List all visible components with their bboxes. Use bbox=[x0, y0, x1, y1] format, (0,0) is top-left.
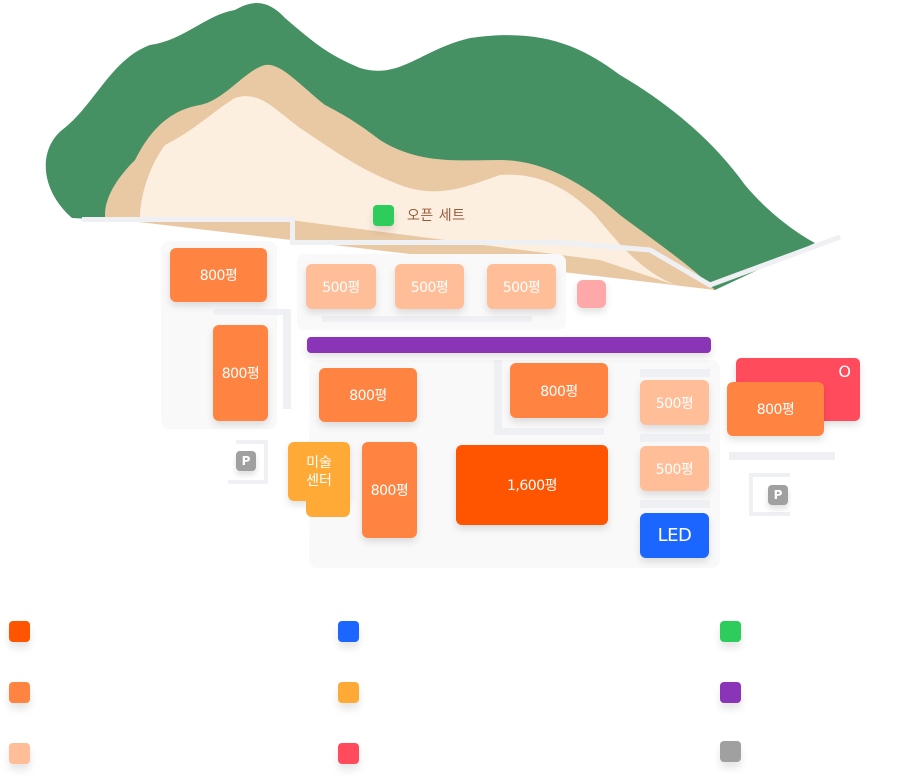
hall-500-north-1[interactable]: 500평 bbox=[306, 264, 376, 309]
hall-800-central-2[interactable]: 800평 bbox=[510, 363, 608, 418]
hall-500-east-1[interactable]: 500평 bbox=[640, 380, 709, 425]
parking-frame-east-bottom bbox=[749, 512, 790, 516]
parking-icon-east: P bbox=[768, 485, 788, 505]
road-north-inner bbox=[322, 316, 532, 322]
hall-500-east-2[interactable]: 500평 bbox=[640, 446, 709, 491]
road-west-vertical bbox=[283, 309, 291, 409]
open-set-swatch bbox=[373, 205, 394, 226]
hall-500-north-2[interactable]: 500평 bbox=[395, 264, 464, 309]
small-pink-building[interactable] bbox=[577, 280, 606, 308]
open-set-label: 오픈 세트 bbox=[407, 208, 466, 224]
road-diagonal bbox=[554, 234, 841, 288]
road-east-1 bbox=[640, 369, 710, 377]
hall-800-west-2[interactable]: 800평 bbox=[213, 325, 268, 421]
legend-swatch-purple bbox=[720, 682, 741, 703]
parking-frame-west-bottom bbox=[228, 480, 268, 484]
road-central-a bbox=[494, 360, 502, 435]
legend-swatch-500 bbox=[9, 743, 30, 764]
road-east-2 bbox=[640, 434, 710, 442]
circle-mark-icon: O bbox=[838, 362, 851, 381]
hall-800-central-1[interactable]: 800평 bbox=[319, 368, 417, 422]
hall-800-central-3[interactable]: 800평 bbox=[362, 442, 417, 538]
legend-swatch-led bbox=[338, 621, 359, 642]
road-far-east bbox=[729, 452, 835, 460]
art-center[interactable]: 미술 센터 bbox=[288, 442, 351, 518]
hall-1600[interactable]: 1,600평 bbox=[456, 445, 608, 525]
parking-frame-east-top bbox=[749, 473, 790, 477]
legend-swatch-800 bbox=[9, 682, 30, 703]
purple-strip-building[interactable] bbox=[307, 337, 711, 353]
hall-800-west-1[interactable]: 800평 bbox=[170, 248, 267, 302]
legend-swatch-parking bbox=[720, 741, 741, 762]
parking-icon-west: P bbox=[236, 451, 256, 471]
road-top-step bbox=[290, 217, 295, 244]
road-top-left bbox=[82, 217, 294, 222]
parking-frame-east-side bbox=[749, 473, 753, 516]
hall-800-far-east[interactable]: 800평 bbox=[727, 382, 824, 436]
art-center-label: 미술 센터 bbox=[306, 455, 332, 489]
art-center-block-bottom bbox=[306, 472, 350, 517]
legend-swatch-art-center bbox=[338, 682, 359, 703]
legend-swatch-red bbox=[338, 743, 359, 764]
road-west-inner bbox=[214, 309, 290, 315]
parking-frame-west-side bbox=[264, 440, 268, 484]
parking-frame-west-top bbox=[236, 440, 268, 444]
hall-500-north-3[interactable]: 500평 bbox=[487, 264, 556, 309]
legend-swatch-1600 bbox=[9, 621, 30, 642]
mountain-ground bbox=[140, 96, 675, 285]
legend-swatch-open-set bbox=[720, 621, 741, 642]
road-top-mid bbox=[290, 240, 560, 245]
road-east-3 bbox=[640, 500, 710, 508]
road-central-b bbox=[494, 428, 604, 435]
led-stage[interactable]: LED bbox=[640, 513, 709, 558]
